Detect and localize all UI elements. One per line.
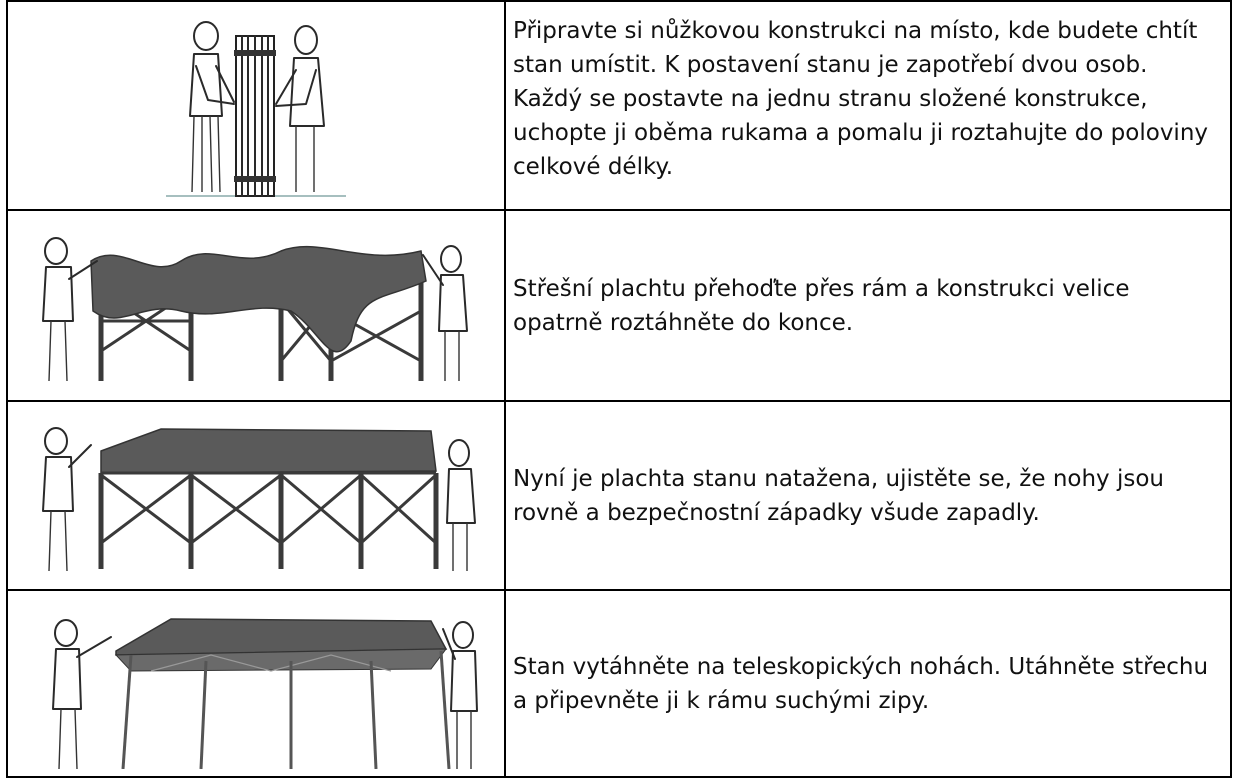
step-row-1: Připravte si nůžkovou konstrukci na míst… [6, 0, 1232, 211]
step-3-illustration-cell [6, 400, 506, 591]
step-2-illustration-cell [6, 209, 506, 402]
step-4-text: Stan vytáhněte na teleskopických nohách.… [513, 653, 1209, 714]
instruction-steps-table: Připravte si nůžkovou konstrukci na míst… [6, 0, 1232, 778]
tent-raised-on-telescopic-legs-illustration [52, 617, 478, 769]
step-4-illustration-cell [6, 589, 506, 778]
step-2-text: Střešní plachtu přehoďte přes rám a kons… [513, 275, 1130, 336]
step-row-4: Stan vytáhněte na teleskopických nohách.… [6, 589, 1232, 778]
step-2-text-cell: Střešní plachtu přehoďte přes rám a kons… [504, 209, 1232, 402]
step-1-text-cell: Připravte si nůžkovou konstrukci na míst… [504, 0, 1232, 211]
two-people-folded-frame-illustration [166, 20, 346, 197]
step-1-illustration-cell [6, 0, 506, 211]
canopy-draped-over-frame-illustration [42, 236, 468, 381]
step-row-3: Nyní je plachta stanu natažena, ujistěte… [6, 400, 1232, 591]
step-3-text-cell: Nyní je plachta stanu natažena, ujistěte… [504, 400, 1232, 591]
step-row-2: Střešní plachtu přehoďte přes rám a kons… [6, 209, 1232, 402]
step-4-text-cell: Stan vytáhněte na teleskopických nohách.… [504, 589, 1232, 778]
canopy-stretched-on-frame-illustration [42, 426, 476, 571]
step-1-text: Připravte si nůžkovou konstrukci na míst… [513, 18, 1209, 180]
step-3-text: Nyní je plachta stanu natažena, ujistěte… [513, 465, 1164, 526]
